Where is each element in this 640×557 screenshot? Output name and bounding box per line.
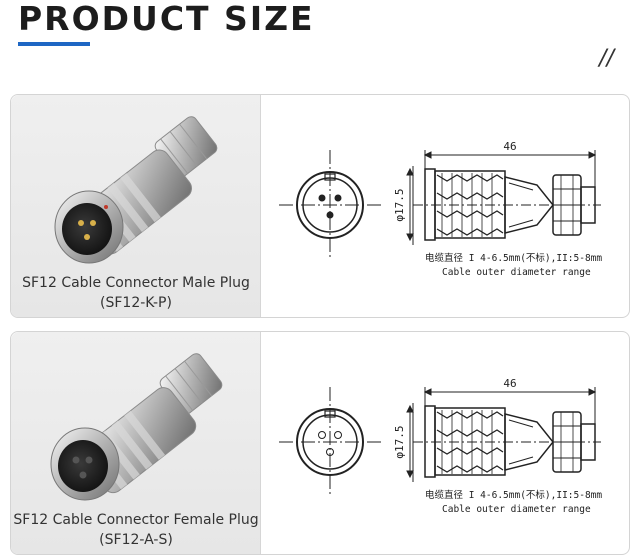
technical-drawing: 46 φ17.5 电缆直径 I 4-6.5mm(不标),II:5-8mm Cab… bbox=[261, 332, 629, 554]
title-underline bbox=[18, 42, 90, 46]
decorative-slashes: // bbox=[599, 46, 614, 71]
cable-note-cn: 电缆直径 I 4-6.5mm(不标),II:5-8mm bbox=[425, 489, 602, 501]
cable-note-en: Cable outer diameter range bbox=[442, 504, 591, 515]
side-view-male bbox=[406, 150, 601, 245]
page-title: PRODUCT SIZE bbox=[18, 0, 315, 38]
dim-diameter: φ17.5 bbox=[393, 188, 406, 221]
dimension-drawing-male: 46 φ17.5 电缆直径 I 4-6.5mm(不标),II:5-8mm Cab… bbox=[279, 140, 602, 278]
side-view-female bbox=[406, 387, 601, 482]
product-caption: SF12 Cable Connector Female Plug bbox=[13, 512, 259, 528]
product-photo: SF12 Cable Connector Male Plug (SF12-K-P… bbox=[11, 95, 261, 317]
product-model: (SF12-K-P) bbox=[100, 295, 172, 311]
product-card-female-plug: SF12 Cable Connector Female Plug (SF12-A… bbox=[10, 331, 630, 555]
dimension-drawing-female: 46 φ17.5 电缆直径 I 4-6.5mm(不标),II:5-8mm Cab… bbox=[279, 377, 602, 515]
product-photo: SF12 Cable Connector Female Plug (SF12-A… bbox=[11, 332, 261, 554]
product-caption: SF12 Cable Connector Male Plug bbox=[22, 275, 250, 291]
connector-female-plug-image bbox=[50, 353, 223, 501]
dim-length: 46 bbox=[503, 377, 516, 390]
dim-diameter: φ17.5 bbox=[393, 425, 406, 458]
technical-drawing: 46 φ17.5 电缆直径 I 4-6.5mm(不标),II:5-8mm Cab… bbox=[261, 95, 629, 317]
front-view-male bbox=[279, 150, 381, 257]
connector-male-plug-image bbox=[54, 116, 218, 264]
dim-length: 46 bbox=[503, 140, 516, 153]
product-card-male-plug: SF12 Cable Connector Male Plug (SF12-K-P… bbox=[10, 94, 630, 318]
product-model: (SF12-A-S) bbox=[99, 532, 173, 548]
cable-note-en: Cable outer diameter range bbox=[442, 267, 591, 278]
front-view-female bbox=[279, 387, 381, 494]
cable-note-cn: 电缆直径 I 4-6.5mm(不标),II:5-8mm bbox=[425, 252, 602, 264]
